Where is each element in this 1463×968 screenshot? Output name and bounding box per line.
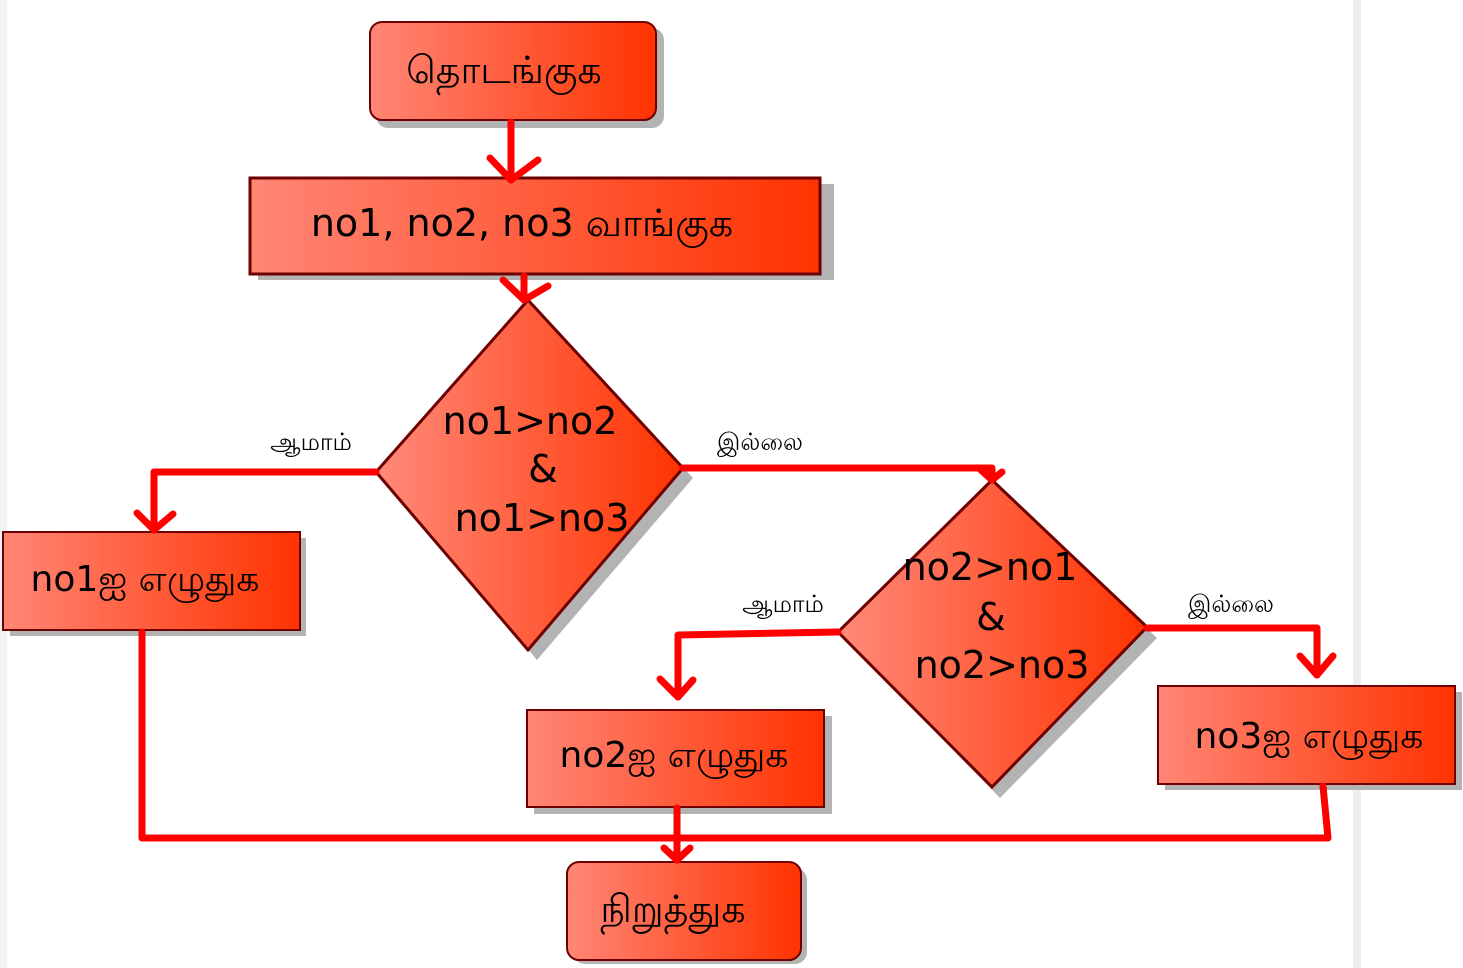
arrowhead-decision2-no (1296, 652, 1337, 679)
output-3-label: no3ஐ எழுதுக (1195, 716, 1424, 760)
output-3-node: no3ஐ எழுதுக (1157, 685, 1462, 790)
arrowhead-decision1-yes (133, 509, 177, 534)
edge-decision1-yes (150, 468, 380, 534)
decision-2-line-2: & (976, 595, 1006, 639)
edge-decision2-no (1143, 624, 1321, 679)
decision-1-line-2: & (528, 447, 558, 491)
output-2-node: no2ஐ எழுதுக (526, 709, 832, 814)
decision-1-diamond (374, 297, 686, 653)
output-1-label: no1ஐ எழுதுக (31, 559, 260, 603)
left-panel-edge (0, 0, 7, 968)
edge-label-decision1-yes: ஆமாம் (270, 428, 352, 457)
input-node: no1, no2, no3 வாங்குக (248, 176, 834, 280)
decision-2-line-3: no2>no3 (915, 643, 1090, 687)
stop-node: நிறுத்துக (566, 861, 807, 964)
arrowhead-output2-stop (660, 844, 694, 864)
decision-2: no2>no1 & no2>no3 (835, 477, 1157, 798)
output-3-box (1157, 685, 1456, 785)
edge-output1-merge (138, 628, 1332, 842)
arrowhead-start-input (486, 154, 542, 184)
decision-2-diamond (835, 477, 1150, 790)
arrowhead-input-decision1 (499, 276, 552, 304)
input-node-box (248, 176, 822, 276)
arrowhead-decision1-no (977, 466, 1006, 484)
output-1-node: no1ஐ எழுதுக (2, 531, 306, 636)
edge-label-decision1-no: இல்லை (717, 428, 803, 457)
edge-decision1-no (679, 464, 996, 484)
stop-node-box (566, 861, 802, 961)
decision-1-line-3: no1>no3 (455, 496, 630, 540)
decision-1-line-1: no1>no2 (443, 399, 618, 443)
right-panel-edge (1353, 0, 1361, 968)
start-node: தொடங்குக (369, 21, 664, 128)
decision-1: no1>no2 & no1>no3 (374, 297, 693, 660)
output-2-label: no2ஐ எழுதுக (560, 735, 789, 779)
decision-2-line-1: no2>no1 (903, 545, 1078, 589)
connectors (133, 118, 1337, 864)
edge-label-decision2-no: இல்லை (1188, 590, 1274, 619)
output-2-box (526, 709, 825, 808)
edge-decision2-yes (674, 628, 842, 701)
arrowhead-decision2-yes (656, 675, 697, 701)
start-node-label: தொடங்குக (406, 48, 602, 95)
edge-label-decision2-yes: ஆமாம் (742, 590, 824, 619)
input-node-label: no1, no2, no3 வாங்குக (311, 201, 733, 248)
stop-node-label: நிறுத்துக (600, 887, 745, 935)
